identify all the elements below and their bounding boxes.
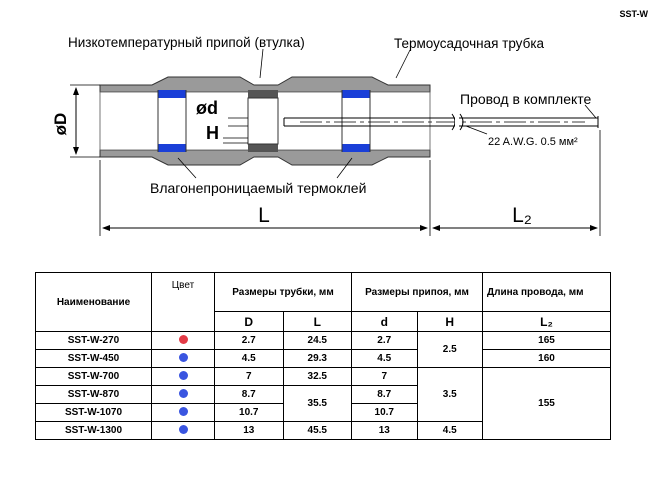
cell-D: 7 (214, 367, 284, 386)
subheader-L2: L₂ (482, 311, 611, 332)
subheader-D: D (214, 311, 284, 332)
cell-d: 4.5 (351, 349, 418, 368)
cell-L2: 160 (482, 349, 611, 368)
cell-D: 2.7 (214, 331, 284, 350)
cell-d: 7 (351, 367, 418, 386)
cell-d: 13 (351, 421, 418, 440)
wire-length-label: L₂ (512, 204, 532, 227)
cell-L: 35.5 (282, 385, 352, 422)
table-row: SST-W-270 2.7 24.5 2.7 2.5 165 (35, 331, 611, 368)
cell-L: 32.5 (282, 367, 352, 386)
row-name: SST-W-1300 (35, 421, 152, 440)
table-header-row: Наименование Цвет Размеры трубки, мм Раз… (35, 272, 611, 332)
header-wire-length: Длина провода, мм (482, 272, 611, 312)
solder-sleeve (247, 90, 279, 152)
cell-L: 45.5 (282, 421, 352, 440)
row-name: SST-W-450 (35, 349, 152, 368)
adhesive-label: Влагонепроницаемый термоклей (150, 180, 366, 196)
cell-D: 8.7 (214, 385, 284, 404)
cell-H: 3.5 (416, 367, 483, 422)
header-tube-sizes: Размеры трубки, мм (214, 272, 352, 312)
header-name: Наименование (35, 272, 152, 332)
red-dot-icon (178, 334, 188, 344)
cell-L2: 155 (482, 367, 611, 440)
blue-dot-icon (178, 406, 188, 416)
cell-H: 2.5 (416, 331, 483, 368)
connector-diagram: øD Низкотемпературный припой (втулка) Те… (51, 35, 601, 236)
length-dimension (99, 130, 601, 236)
wire (283, 113, 599, 131)
cell-d: 8.7 (351, 385, 418, 404)
spec-table: Наименование Цвет Размеры трубки, мм Раз… (35, 272, 611, 440)
color-cell (151, 385, 215, 404)
subheader-L: L (282, 311, 352, 332)
table-row: SST-W-1300 13 45.5 13 4.5 (35, 421, 611, 440)
solder-height-marker (223, 137, 248, 144)
cell-d: 2.7 (351, 331, 418, 350)
table-subheader-row: D L d H L₂ (36, 311, 611, 332)
cell-L2: 165 (482, 331, 611, 350)
color-cell (151, 403, 215, 422)
shrink-tube (99, 76, 431, 166)
color-cell (151, 331, 215, 350)
cell-L: 29.3 (282, 349, 352, 368)
row-name: SST-W-870 (35, 385, 152, 404)
table-row: SST-W-870 8.7 35.5 8.7 (35, 385, 611, 422)
table-row: SST-W-700 7 32.5 7 3.5 155 (35, 367, 611, 440)
cell-D: 4.5 (214, 349, 284, 368)
blue-dot-icon (178, 352, 188, 362)
blue-dot-icon (178, 388, 188, 398)
header-color: Цвет (151, 272, 215, 332)
cell-D: 13 (214, 421, 284, 440)
wire-label: Провод в комплекте (460, 91, 592, 107)
wire-spec: 22 A.W.G. 0.5 мм² (488, 136, 578, 148)
subheader-d: d (351, 311, 418, 332)
callout-leaders (177, 48, 597, 179)
shrink-tube-label: Термоусадочная трубка (394, 36, 545, 51)
color-cell (151, 367, 215, 386)
solder-diameter-marker (228, 117, 248, 127)
header-solder-sizes: Размеры припоя, мм (351, 272, 483, 312)
solder-height-label: H (206, 123, 219, 143)
cell-H: 4.5 (416, 421, 483, 440)
color-cell (151, 421, 215, 440)
left-seal-ring (157, 90, 187, 152)
color-cell (151, 349, 215, 368)
table-row: SST-W-1070 10.7 10.7 (35, 403, 611, 422)
subheader-H: H (416, 311, 483, 332)
blue-dot-icon (178, 370, 188, 380)
outer-diameter-label: øD (51, 113, 70, 136)
blue-dot-icon (178, 424, 188, 434)
length-label: L (258, 204, 270, 227)
right-seal-ring (341, 90, 371, 152)
cell-d: 10.7 (351, 403, 418, 422)
table-row: SST-W-450 4.5 29.3 4.5 160 (35, 349, 611, 368)
cell-L: 24.5 (282, 331, 352, 350)
row-name: SST-W-1070 (35, 403, 152, 422)
solder-label: Низкотемпературный припой (втулка) (68, 35, 305, 50)
row-name: SST-W-270 (35, 331, 152, 350)
outer-diameter-dimension (70, 84, 100, 158)
solder-diameter-label: ød (196, 98, 218, 118)
row-name: SST-W-700 (35, 367, 152, 386)
cell-D: 10.7 (214, 403, 284, 422)
corner-tag: SST-W (619, 9, 649, 19)
